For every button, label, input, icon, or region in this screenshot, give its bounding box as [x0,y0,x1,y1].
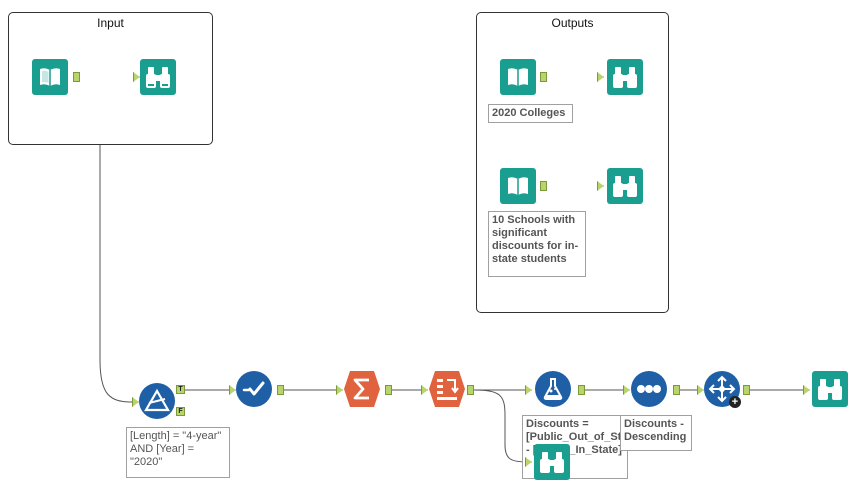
annotation-filter: [Length] = "4-year" AND [Year] = "2020" [126,427,230,478]
binoculars-icon [607,59,643,95]
binoculars-icon [140,59,176,95]
input-container-title: Input [97,16,124,30]
annotation-10-schools: 10 Schools with significant discounts fo… [488,211,586,277]
output-anchor[interactable] [467,385,474,395]
connection-sample-browse [473,389,529,463]
output-anchor[interactable] [540,72,547,82]
annotation-2020-colleges: 2020 Colleges [488,104,573,123]
sigma-icon [344,371,380,407]
output-anchor[interactable] [743,385,750,395]
outputs-container-title: Outputs [551,16,594,30]
browse-tool[interactable] [607,59,643,95]
filter-true-anchor[interactable]: T [176,385,185,394]
output-anchor[interactable] [277,385,284,395]
summarize-tool[interactable] [344,371,380,407]
select-tool[interactable] [236,371,272,407]
browse-tool[interactable] [140,59,176,95]
filter-false-anchor[interactable]: F [176,407,185,416]
binoculars-icon [534,444,570,480]
sample-list-icon [429,371,465,407]
sample-tool[interactable] [429,371,465,407]
sort-dots-icon [631,371,667,407]
annotation-sort: Discounts - Descending [620,415,692,451]
formula-tool[interactable] [535,371,571,407]
flask-icon [535,371,571,407]
output-anchor[interactable] [540,181,547,191]
book-icon [500,168,536,204]
checkmark-icon [236,371,272,407]
add-badge-icon: + [729,396,741,408]
output-anchor[interactable] [385,385,392,395]
book-icon [500,59,536,95]
browse-tool-sample[interactable] [534,444,570,480]
browse-tool-final[interactable] [812,371,848,407]
input-data-tool-2020-colleges[interactable] [500,59,536,95]
sort-tool[interactable] [631,371,667,407]
input-data-tool[interactable] [32,59,68,95]
filter-tool[interactable] [139,383,175,419]
binoculars-icon [812,371,848,407]
input-data-tool-10-schools[interactable] [500,168,536,204]
filter-triangle-icon [139,383,175,419]
binoculars-icon [607,168,643,204]
output-anchor[interactable] [578,385,585,395]
output-anchor[interactable] [73,72,80,82]
book-icon [32,59,68,95]
output-anchor[interactable] [673,385,680,395]
browse-tool[interactable] [607,168,643,204]
